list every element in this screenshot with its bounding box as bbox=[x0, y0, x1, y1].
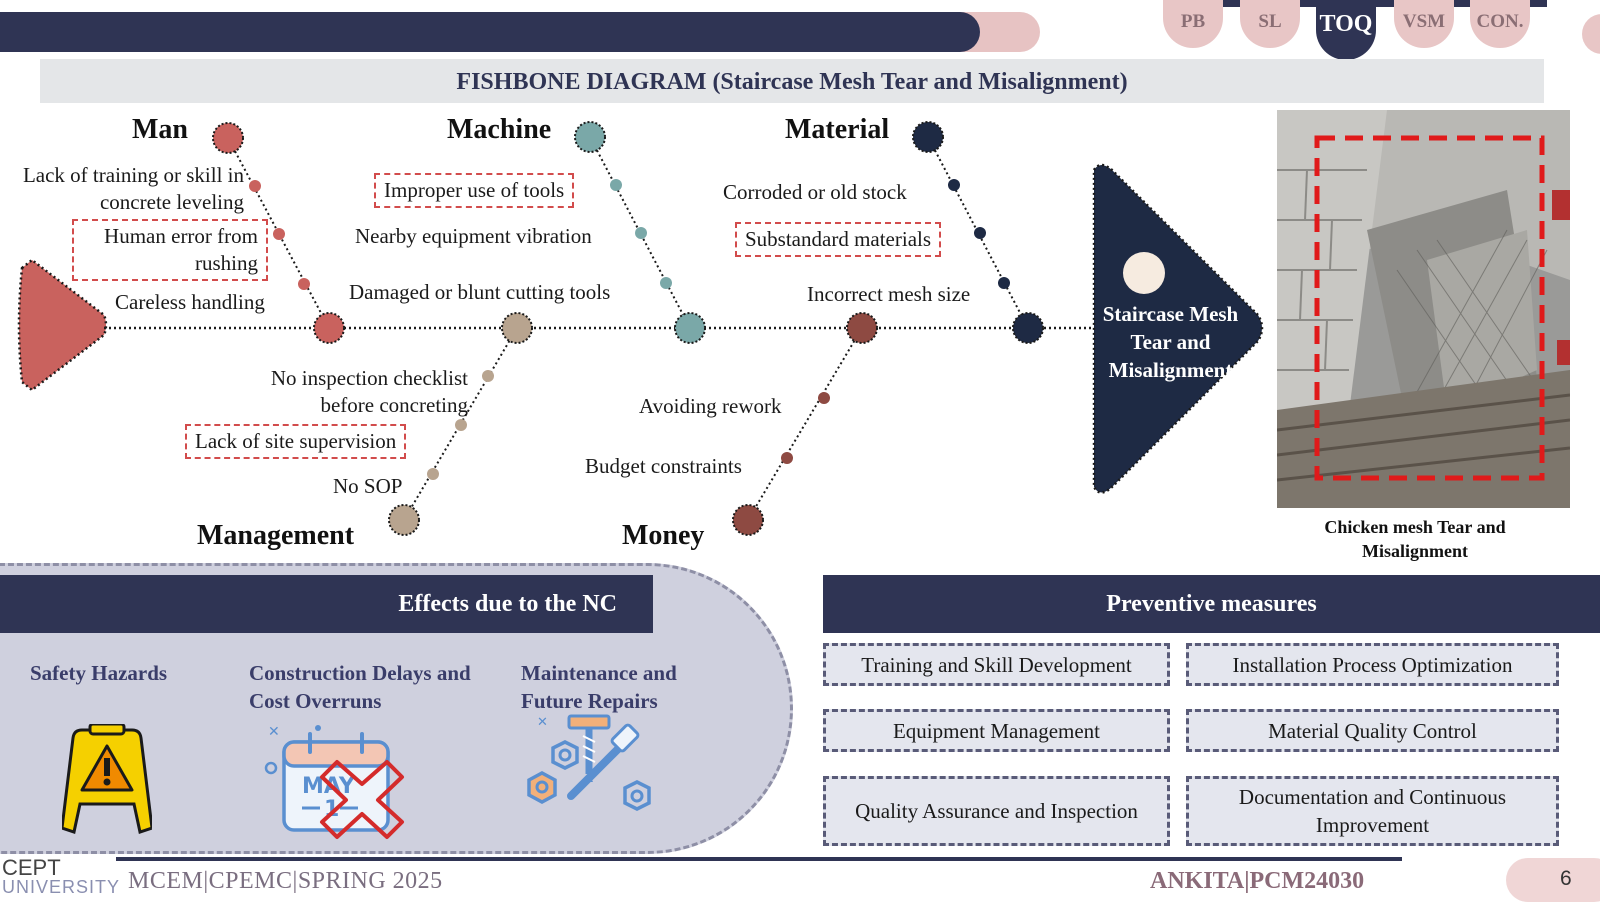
top-bar bbox=[0, 12, 980, 52]
material-cause-dot bbox=[974, 227, 986, 239]
fish-eye bbox=[1123, 252, 1165, 294]
preventive-title: Preventive measures bbox=[823, 575, 1600, 633]
management-joint bbox=[501, 312, 533, 344]
cause-machine-2: Nearby equipment vibration bbox=[355, 224, 592, 248]
money-bone bbox=[747, 327, 863, 521]
cause-man-1: Lack of training or skill in concrete le… bbox=[22, 163, 244, 214]
university-logo-top: CEPT bbox=[2, 855, 61, 880]
man-cause-dot bbox=[273, 228, 285, 240]
effect-safety-label: Safety Hazards bbox=[30, 661, 168, 685]
management-cause-dot bbox=[482, 370, 494, 382]
measure-training: Training and Skill Development bbox=[823, 643, 1170, 686]
measure-installation: Installation Process Optimization bbox=[1186, 643, 1559, 686]
machine-cause-dot bbox=[660, 277, 672, 289]
material-cause-dot bbox=[948, 179, 960, 191]
material-node bbox=[912, 121, 944, 153]
cause-management-2: Lack of site supervision bbox=[185, 424, 407, 459]
cause-material-2: Substandard materials bbox=[735, 222, 942, 257]
tab-edge bbox=[1582, 14, 1600, 54]
measure-documentation: Documentation and Continuous Improvement bbox=[1186, 776, 1559, 846]
cause-material-3: Incorrect mesh size bbox=[807, 282, 971, 306]
svg-text:✕: ✕ bbox=[268, 724, 280, 740]
tab-con[interactable]: CON. bbox=[1470, 0, 1530, 48]
svg-text:MAY: MAY bbox=[302, 774, 356, 799]
fish-tail bbox=[17, 258, 108, 392]
machine-cause-dot bbox=[635, 227, 647, 239]
tab-vsm[interactable]: VSM bbox=[1394, 0, 1454, 48]
fishbone-diagram bbox=[17, 121, 1264, 536]
cause-money-2: Budget constraints bbox=[585, 454, 742, 478]
site-photo-illustration bbox=[1277, 110, 1570, 508]
cause-machine-3: Damaged or blunt cutting tools bbox=[349, 280, 611, 304]
footer-divider bbox=[116, 857, 1402, 861]
cancelled-calendar-icon: ✕ MAY 1 bbox=[264, 724, 404, 839]
material-bone bbox=[927, 136, 1029, 329]
effect-delays-label: Construction Delays and Cost Overruns bbox=[249, 661, 471, 713]
course-info: MCEM|CPEMC|SPRING 2025 bbox=[128, 868, 443, 894]
university-logo-bottom: UNIVERSITY bbox=[2, 877, 121, 897]
measure-quality-assurance: Quality Assurance and Inspection bbox=[823, 776, 1170, 846]
category-man: Man bbox=[132, 114, 188, 145]
machine-node bbox=[574, 121, 606, 153]
fish-head bbox=[1092, 163, 1264, 494]
management-cause-dot bbox=[427, 468, 439, 480]
warning-sign-icon bbox=[62, 724, 152, 834]
man-bone bbox=[227, 137, 330, 329]
cause-management-1: No inspection checklist before concretin… bbox=[270, 366, 468, 417]
tab-toq[interactable]: TOQ bbox=[1316, 0, 1376, 60]
category-management: Management bbox=[197, 520, 355, 551]
page-title: FISHBONE DIAGRAM (Staircase Mesh Tear an… bbox=[40, 59, 1544, 103]
management-node bbox=[388, 504, 420, 536]
tab-pb[interactable]: PB bbox=[1163, 0, 1223, 48]
page-number-pill bbox=[1506, 858, 1600, 902]
machine-bone bbox=[589, 136, 691, 329]
category-money: Money bbox=[622, 520, 705, 551]
author-info: ANKITA|PCM24030 bbox=[1150, 868, 1365, 894]
money-cause-dot bbox=[781, 452, 793, 464]
category-machine: Machine bbox=[447, 114, 552, 145]
cause-money-1: Avoiding rework bbox=[639, 394, 782, 418]
measure-material-quality: Material Quality Control bbox=[1186, 709, 1559, 752]
management-cause-dot bbox=[455, 419, 467, 431]
site-photo bbox=[1277, 110, 1570, 508]
man-cause-dot bbox=[298, 278, 310, 290]
material-joint bbox=[1012, 312, 1044, 344]
money-joint bbox=[846, 312, 878, 344]
cause-man-3: Careless handling bbox=[115, 290, 265, 314]
machine-joint bbox=[674, 312, 706, 344]
material-cause-dot bbox=[998, 277, 1010, 289]
man-joint bbox=[313, 312, 345, 344]
photo-caption: Chicken mesh Tear and Misalignment bbox=[1324, 517, 1506, 561]
category-material: Material bbox=[785, 114, 890, 145]
measure-equipment: Equipment Management bbox=[823, 709, 1170, 752]
cause-management-3: No SOP bbox=[333, 474, 403, 498]
money-cause-dot bbox=[818, 392, 830, 404]
man-node bbox=[212, 122, 244, 154]
problem-label: Staircase Mesh Tear and Misalignment bbox=[1102, 302, 1239, 382]
effect-maintenance-label: Maintenance and Future Repairs bbox=[521, 661, 677, 713]
cause-material-1: Corroded or old stock bbox=[723, 180, 907, 204]
svg-text:✕: ✕ bbox=[537, 715, 548, 730]
man-cause-dot bbox=[249, 180, 261, 192]
effects-title: Effects due to the NC bbox=[0, 575, 653, 633]
page-number: 6 bbox=[1560, 867, 1572, 890]
tab-sl[interactable]: SL bbox=[1240, 0, 1300, 48]
bolts-nuts-icon: ✕ bbox=[527, 714, 651, 811]
machine-cause-dot bbox=[610, 179, 622, 191]
money-node bbox=[732, 504, 764, 536]
cause-man-2: Human error from rushing bbox=[72, 219, 268, 281]
cause-machine-1: Improper use of tools bbox=[374, 173, 575, 208]
